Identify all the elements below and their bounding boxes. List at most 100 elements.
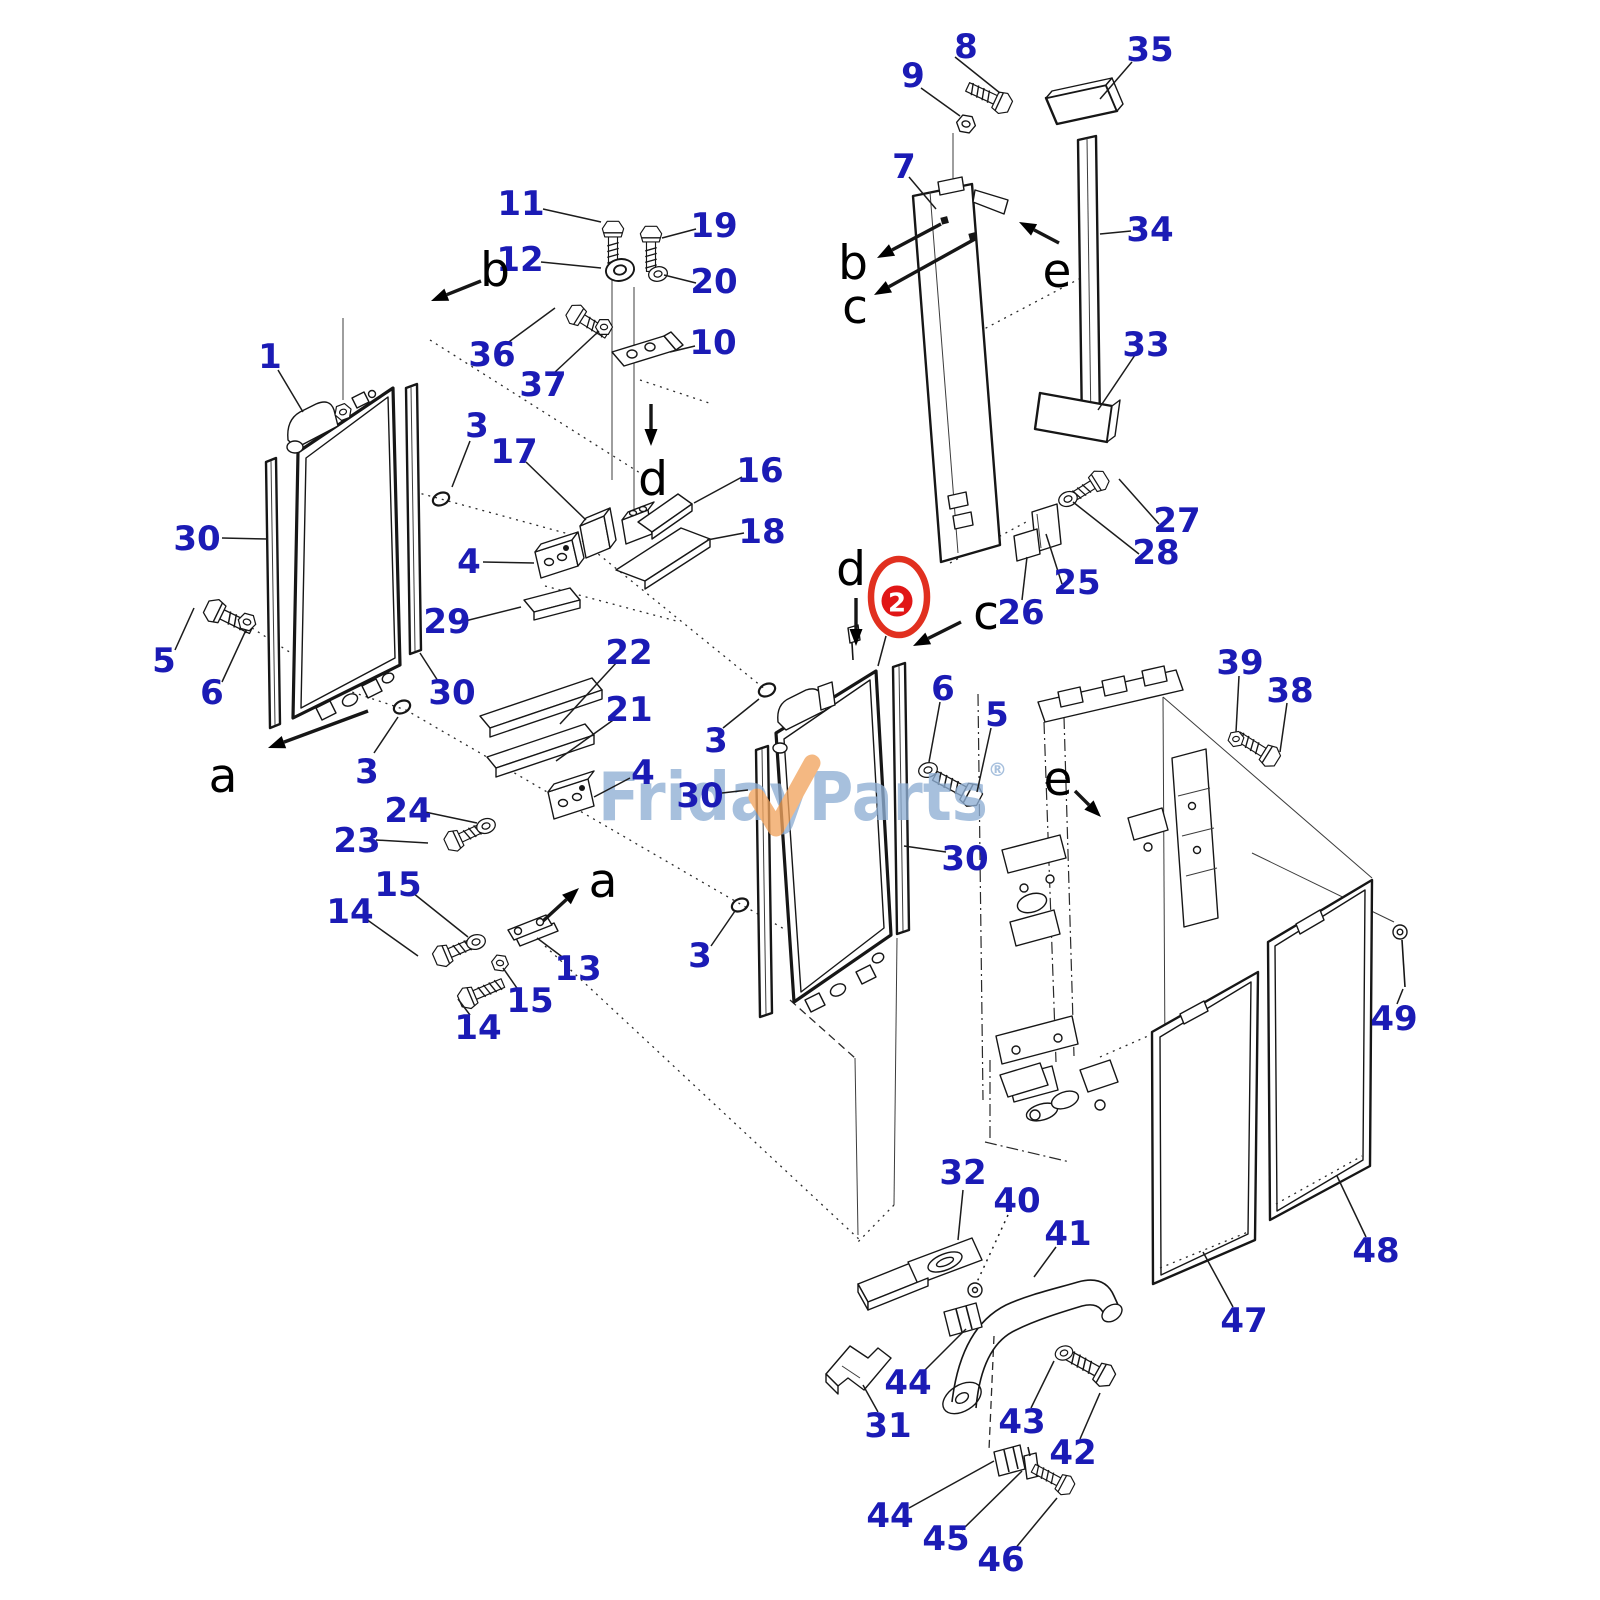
part-label-26: 26 bbox=[997, 593, 1044, 633]
view-arrowhead-icon bbox=[874, 281, 893, 295]
view-arrow bbox=[541, 898, 568, 923]
part-label-30: 30 bbox=[173, 519, 220, 559]
watermark: FridayParts ® bbox=[598, 754, 1007, 837]
part-label-41: 41 bbox=[1044, 1214, 1091, 1254]
part-label-34: 34 bbox=[1126, 210, 1173, 250]
part-label-37: 37 bbox=[519, 365, 566, 405]
leader-line bbox=[373, 716, 399, 754]
leader-line bbox=[1072, 501, 1140, 555]
bar-21 bbox=[486, 723, 595, 778]
view-arrow bbox=[1073, 789, 1091, 807]
view-arrow bbox=[891, 222, 942, 252]
part-label-10: 10 bbox=[689, 323, 736, 363]
leader-line bbox=[365, 918, 419, 957]
view-arrowhead-icon bbox=[849, 629, 863, 646]
part-label-45: 45 bbox=[922, 1519, 969, 1559]
leader-line bbox=[221, 629, 247, 683]
view-label-b: b bbox=[480, 243, 510, 298]
part-label-20: 20 bbox=[690, 262, 737, 302]
view-arrowhead-icon bbox=[644, 429, 658, 446]
plate-26 bbox=[1013, 528, 1041, 562]
leader-line bbox=[961, 1470, 1023, 1531]
part-label-3: 3 bbox=[355, 752, 379, 792]
bar-22 bbox=[479, 677, 603, 738]
view-arrow bbox=[283, 709, 369, 744]
bolt-19 bbox=[639, 225, 663, 273]
leader-line bbox=[922, 1328, 967, 1373]
part-label-15: 15 bbox=[374, 865, 421, 905]
view-label-d: d bbox=[638, 452, 668, 507]
block-33 bbox=[1033, 391, 1121, 444]
leader-line bbox=[457, 998, 471, 1016]
leader-line bbox=[593, 777, 631, 798]
part-label-8: 8 bbox=[954, 27, 978, 67]
view-arrowhead-icon bbox=[431, 288, 450, 301]
part-label-30: 30 bbox=[941, 839, 988, 879]
view-label-a: a bbox=[209, 749, 238, 804]
part-label-5: 5 bbox=[152, 641, 176, 681]
part-label-33: 33 bbox=[1122, 325, 1169, 365]
ring-3a bbox=[429, 488, 453, 510]
leader-line bbox=[559, 661, 618, 725]
leader-line bbox=[693, 476, 743, 504]
view-arrow bbox=[1033, 228, 1060, 245]
leader-line bbox=[1279, 702, 1288, 753]
part-label-7: 7 bbox=[892, 147, 916, 187]
leader-line bbox=[1033, 1246, 1057, 1278]
part-label-28: 28 bbox=[1132, 533, 1179, 573]
view-arrowhead-icon bbox=[913, 632, 932, 646]
plate-7 bbox=[911, 176, 1009, 564]
pad-29 bbox=[523, 587, 581, 621]
leader-line bbox=[375, 839, 429, 844]
nut-9 bbox=[954, 113, 978, 135]
leader-line bbox=[908, 176, 937, 210]
part-label-22: 22 bbox=[605, 633, 652, 673]
part-label-17: 17 bbox=[490, 432, 537, 472]
leader-line bbox=[1045, 533, 1063, 585]
part-label-14: 14 bbox=[326, 892, 373, 932]
watermark-check-icon bbox=[748, 754, 821, 837]
leader-line bbox=[412, 892, 469, 938]
leader-line bbox=[722, 698, 760, 729]
part-label-1: 1 bbox=[258, 337, 282, 377]
bracket-31 bbox=[825, 1345, 892, 1395]
leader-line bbox=[710, 910, 736, 947]
leader-line bbox=[903, 845, 947, 853]
leader-line bbox=[669, 345, 696, 353]
part-label-16: 16 bbox=[736, 451, 783, 491]
panel-47 bbox=[1150, 970, 1260, 1286]
highlighted-part-number: 2 bbox=[888, 588, 906, 618]
leader-line bbox=[976, 1214, 1009, 1283]
part-label-30: 30 bbox=[676, 776, 723, 816]
view-arrow bbox=[927, 620, 962, 640]
part-label-3: 3 bbox=[704, 721, 728, 761]
tube-41 bbox=[942, 1279, 1123, 1415]
part-label-35: 35 bbox=[1126, 30, 1173, 70]
bolt-8 bbox=[962, 76, 1016, 118]
part-label-32: 32 bbox=[939, 1153, 986, 1193]
part-label-4: 4 bbox=[631, 753, 655, 793]
ring-3d bbox=[728, 894, 752, 916]
leader-line bbox=[536, 937, 566, 960]
leader-line bbox=[957, 1189, 964, 1241]
part-label-29: 29 bbox=[423, 602, 470, 642]
block-4a bbox=[534, 531, 585, 579]
leader-line bbox=[1118, 478, 1160, 525]
view-label-e: e bbox=[1044, 752, 1073, 807]
part-label-27: 27 bbox=[1153, 501, 1200, 541]
leader-line bbox=[1013, 1497, 1058, 1551]
leader-line bbox=[553, 330, 600, 374]
part-label-39: 39 bbox=[1216, 643, 1263, 683]
part-label-49: 49 bbox=[1370, 999, 1417, 1039]
part-label-3: 3 bbox=[688, 936, 712, 976]
leader-line bbox=[1030, 1360, 1055, 1409]
part-label-44: 44 bbox=[866, 1496, 913, 1536]
part-label-36: 36 bbox=[468, 335, 515, 375]
leader-line bbox=[221, 537, 269, 540]
view-label-d: d bbox=[836, 542, 866, 597]
part-label-15: 15 bbox=[506, 981, 553, 1021]
part-label-5: 5 bbox=[985, 695, 1009, 735]
part-label-40: 40 bbox=[993, 1181, 1040, 1221]
